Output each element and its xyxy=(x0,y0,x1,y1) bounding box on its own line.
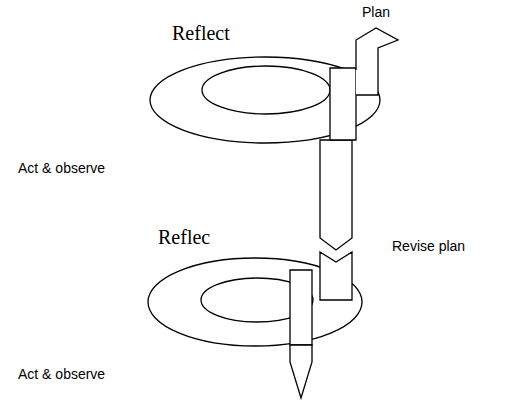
spiral-tail-notch xyxy=(356,28,398,95)
step-label: Act & observe xyxy=(18,366,105,382)
spiral-band xyxy=(320,252,352,300)
spiral-arrow-tip xyxy=(290,345,312,398)
spiral-strip xyxy=(290,270,312,345)
spiral-strip xyxy=(330,68,356,140)
step-label: Reflect xyxy=(172,22,230,45)
step-label: Act & observe xyxy=(18,160,105,176)
spiral-loop-hole xyxy=(202,66,330,114)
spiral-band xyxy=(320,140,352,250)
step-label: Revise plan xyxy=(392,238,465,254)
step-label: Reflec xyxy=(158,226,210,249)
spiral-loop xyxy=(150,57,380,143)
step-label: Plan xyxy=(362,4,390,20)
